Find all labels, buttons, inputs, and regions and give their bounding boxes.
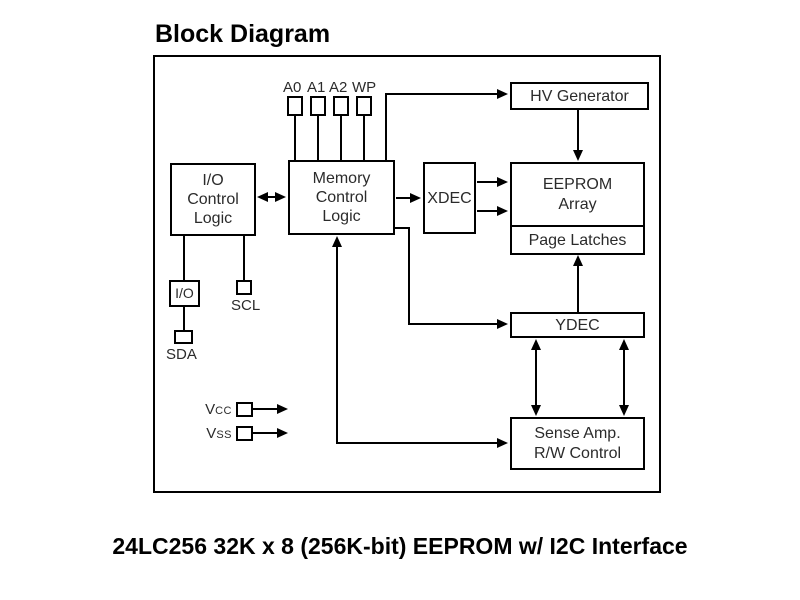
pin-square-a2 <box>333 96 349 116</box>
pin-square-wp <box>356 96 372 116</box>
pin-label-scl: SCL <box>231 297 261 314</box>
block-page-latches: Page Latches <box>510 225 645 255</box>
block-hv-generator: HV Generator <box>510 82 649 110</box>
block-memory-control-logic-line3: Logic <box>322 208 361 225</box>
arrow-up-mcl <box>332 236 342 247</box>
pin-square-scl <box>236 280 252 295</box>
pin-box-io-label: I/O <box>175 285 194 301</box>
pin-label-vss: VSS <box>190 425 232 442</box>
pin-label-vss-main: V <box>206 425 217 442</box>
block-io-control-logic-line1: I/O <box>202 172 224 189</box>
pin-label-sda: SDA <box>166 346 197 363</box>
caption: 24LC256 32K x 8 (256K-bit) EEPROM w/ I2C… <box>112 533 688 559</box>
pin-label-vcc: VCC <box>190 401 232 418</box>
diagram-title: Block Diagram <box>155 20 331 48</box>
arrow-vcc <box>277 404 288 414</box>
wire-mcl-sense <box>336 246 498 444</box>
pin-square-a0 <box>287 96 303 116</box>
arrow-xdec <box>410 193 421 203</box>
pin-label-wp: WP <box>352 79 377 96</box>
block-memory-control-logic-line2: Control <box>315 189 368 206</box>
pin-label-a0: A0 <box>283 79 302 96</box>
block-memory-control-logic: Memory Control Logic <box>288 160 395 235</box>
block-memory-control-logic-line1: Memory <box>312 170 371 187</box>
block-io-control-logic-line2: Control <box>187 191 239 208</box>
arrow-ydec <box>497 319 508 329</box>
arrow-right-mcl <box>275 192 286 202</box>
pin-label-a1: A1 <box>307 79 326 96</box>
block-page-latches-label: Page Latches <box>528 231 627 249</box>
block-eeprom-array-line1: EEPROM <box>542 175 613 193</box>
block-ydec: YDEC <box>510 312 645 338</box>
block-xdec: XDEC <box>423 162 476 234</box>
pin-label-vcc-sub: CC <box>215 405 232 417</box>
pin-square-vcc <box>236 402 253 417</box>
arrow-pagelatches <box>573 255 583 266</box>
arrow-eeprom-2 <box>497 206 508 216</box>
arrow-left-iocl <box>257 192 268 202</box>
block-xdec-label: XDEC <box>427 189 472 207</box>
block-hv-generator-label: HV Generator <box>530 87 629 105</box>
pin-label-vss-sub: SS <box>216 429 232 441</box>
pin-square-vss <box>236 426 253 441</box>
block-eeprom-array-line2: Array <box>558 195 597 213</box>
arrow-hv-eeprom <box>573 150 583 161</box>
arrow-ydec-sense-2-up <box>619 339 629 350</box>
arrow-ydec-sense-1-down <box>531 405 541 416</box>
arrow-ydec-sense-2-down <box>619 405 629 416</box>
block-sense-amp-rw-control: Sense Amp. R/W Control <box>510 417 645 470</box>
block-sense-amp-line2: R/W Control <box>533 444 622 462</box>
pin-square-sda <box>174 330 193 344</box>
block-io-control-logic-line3: Logic <box>193 210 233 227</box>
block-eeprom-array: EEPROM Array <box>510 162 645 227</box>
pin-label-vcc-main: V <box>205 401 216 418</box>
arrow-vss <box>277 428 288 438</box>
wire-mcl-ydec <box>395 227 498 325</box>
block-io-control-logic: I/O Control Logic <box>170 163 256 236</box>
pin-box-io: I/O <box>169 280 200 307</box>
arrow-ydec-sense-1-up <box>531 339 541 350</box>
block-sense-amp-line1: Sense Amp. <box>534 424 621 442</box>
pin-label-a2: A2 <box>329 79 348 96</box>
arrow-eeprom-1 <box>497 177 508 187</box>
wire-mcl-hv <box>385 93 498 160</box>
block-ydec-label: YDEC <box>555 316 600 334</box>
pin-square-a1 <box>310 96 326 116</box>
arrow-sense <box>497 438 508 448</box>
arrow-hv <box>497 89 508 99</box>
